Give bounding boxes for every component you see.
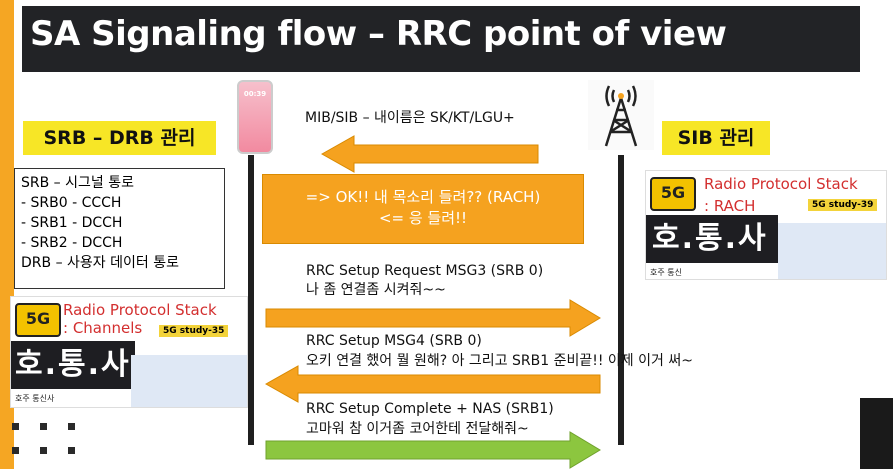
complete-label: RRC Setup Complete + NAS (SRB1) [306, 401, 554, 417]
srb-list-item: - SRB0 - CCCH [21, 195, 122, 211]
phone-time: 00:39 [243, 90, 267, 98]
srb-list-item: SRB – 시그널 통로 [21, 175, 134, 191]
srb-drb-label: SRB – DRB 관리 [23, 121, 216, 155]
thumbnail-diagram [778, 223, 886, 279]
complete-arrow [265, 431, 601, 469]
thumbnail-title: Radio Protocol Stack [63, 301, 217, 319]
thumbnail-subtitle: : Channels [63, 319, 143, 337]
thumbnail-tag: 5G study-39 [808, 199, 878, 211]
thumbnail-subtitle: : RACH [704, 197, 756, 215]
sib-label: SIB 관리 [662, 121, 770, 155]
rach-line-1: => OK!! 내 목소리 들려?? (RACH) [305, 188, 541, 206]
thumbnail-tag: 5G study-35 [159, 325, 229, 337]
thumbnail-brand: 호.통.사 [646, 215, 778, 263]
rach-thumbnail: 5G Radio Protocol Stack : RACH 5G study-… [645, 170, 887, 280]
phone-icon: 00:39 [237, 80, 273, 154]
5g-badge: 5G [650, 177, 696, 211]
rach-box: => OK!! 내 목소리 들려?? (RACH) <= 응 들려!! [262, 174, 584, 244]
srb-list-item: DRB – 사용자 데이터 통로 [21, 255, 179, 271]
ue-timeline [248, 155, 254, 445]
srb-list-item: - SRB2 - DCCH [21, 235, 123, 251]
msg4-label: RRC Setup MSG4 (SRB 0) [306, 333, 482, 349]
thumbnail-title: Radio Protocol Stack [704, 175, 858, 193]
5g-badge: 5G [15, 303, 61, 337]
thumbnail-footer: 호주 통신 [650, 268, 682, 277]
msg3-description: 나 좀 연결좀 시켜줘~~ [306, 282, 446, 298]
thumbnail-diagram [131, 355, 247, 407]
complete-description: 고마워 참 이거좀 코어한테 전달해줘~ [306, 421, 529, 437]
msg3-arrow [265, 299, 601, 337]
msg4-arrow [264, 365, 601, 403]
rach-line-2: <= 응 들려!! [378, 209, 468, 227]
srb-list-item: - SRB1 - DCCH [21, 215, 123, 231]
mib-sib-arrow [320, 135, 539, 173]
title-bar [22, 6, 860, 72]
srb-list-box: SRB – 시그널 통로 - SRB0 - CCCH - SRB1 - DCCH… [14, 168, 225, 289]
mib-sib-message: MIB/SIB – 내이름은 SK/KT/LGU+ [305, 110, 515, 126]
msg4-description: 오키 연결 했어 뭘 원해? 아 그리고 SRB1 준비끝!! 이제 이거 써~ [306, 353, 693, 369]
slide-title: SA Signaling flow – RRC point of view [30, 14, 727, 54]
msg3-label: RRC Setup Request MSG3 (SRB 0) [306, 263, 544, 279]
thumbnail-footer: 호주 통신사 [15, 394, 55, 403]
channels-thumbnail: 5G Radio Protocol Stack : Channels 5G st… [10, 296, 248, 408]
gnb-timeline [618, 155, 624, 445]
thumbnail-brand: 호.통.사 [11, 341, 135, 389]
cell-tower-icon [588, 80, 654, 150]
corner-block [860, 398, 893, 469]
